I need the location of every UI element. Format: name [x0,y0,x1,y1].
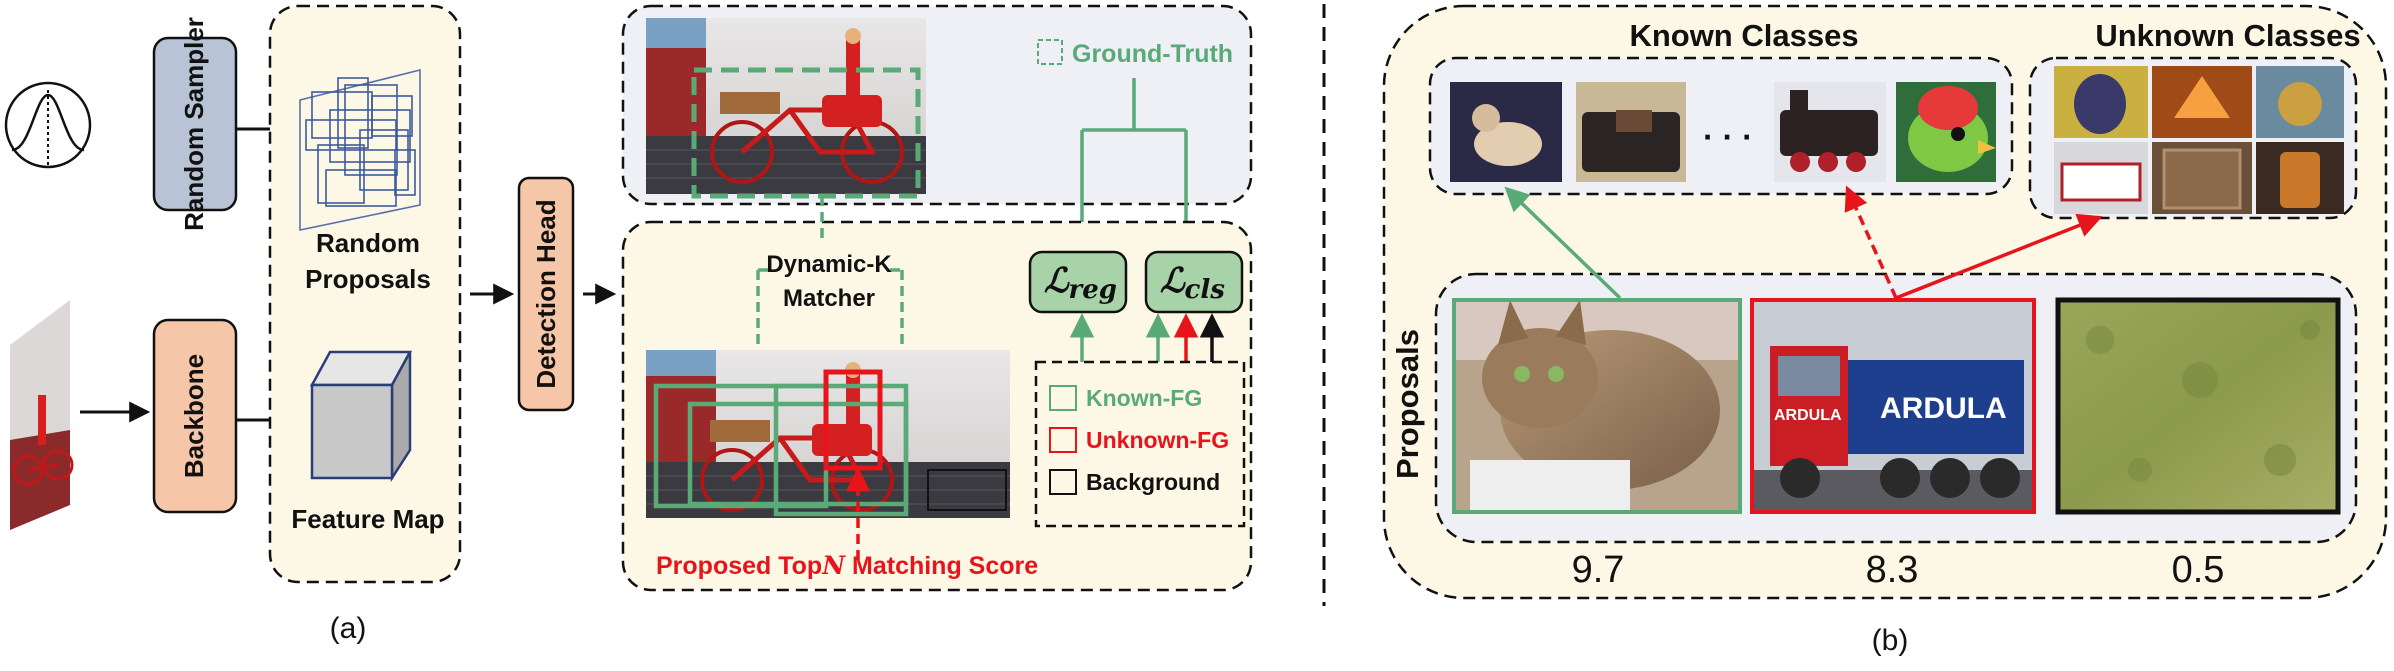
gaussian-icon [4,81,92,169]
legend-unknown-swatch [1049,427,1077,453]
backbone-block: Backbone [152,318,238,514]
caption-b: (b) [1872,624,1909,657]
feature-map-label: Feature Map [291,504,444,534]
proposal-cat-image [1454,300,1740,512]
proposed-topn-label: Proposed TopN Matching Score [656,551,1038,580]
truck-text-1: ARDULA [1774,407,1842,424]
loss-reg-block: ℒreg [1028,250,1128,314]
known-thumb-train [1774,82,1886,182]
input-image [10,300,74,530]
dynamic-k-label-1: Dynamic-K [766,251,892,278]
random-proposals-icon [299,68,421,231]
proposal-truck-box [1750,298,2036,514]
known-thumb-cat [1450,82,1562,182]
legend-known-label: Known-FG [1086,385,1202,411]
ground-truth-image [646,18,926,194]
proposal-truck-image: ARDULA ARDULA [1752,300,2034,512]
loss-cls-block: ℒcls [1144,250,1244,314]
proposal-grass-image [2058,300,2338,512]
svg-text:ℒreg: ℒreg [1044,261,1117,305]
known-thumb-sofa [1576,82,1686,182]
proposal-cat-box [1452,298,1742,514]
truck-text-2: ARDULA [1880,392,2007,425]
random-proposals-label-1: Random [316,228,420,258]
known-thumb-bird [1896,82,1996,182]
random-sampler-label: Random Sampler [179,17,209,231]
detection-head-label: Detection Head [531,199,561,388]
ground-truth-label: Ground-Truth [1072,40,1233,68]
proposal-grass-box [2055,297,2341,515]
proposals-label: Proposals [1390,329,1425,479]
ground-truth-box [691,67,921,199]
legend-unknown-label: Unknown-FG [1086,427,1229,453]
score-cat: 9.7 [1572,549,1625,591]
random-proposals-label-2: Proposals [305,264,431,294]
caption-a: (a) [330,612,367,645]
unknown-classes-title: Unknown Classes [2095,18,2360,53]
ground-truth-legend-swatch [1037,39,1063,65]
legend-background-swatch [1049,469,1077,495]
known-classes-title: Known Classes [1629,18,1858,53]
legend-known-swatch [1049,385,1077,411]
backbone-label: Backbone [179,354,209,478]
dynamic-k-label-2: Matcher [783,285,875,312]
known-ellipsis: · · · [1703,119,1753,155]
legend-background-label: Background [1086,469,1220,495]
score-truck: 8.3 [1866,549,1919,591]
random-sampler-block: Random Sampler [152,17,238,231]
detection-head-block: Detection Head [517,176,575,412]
unknown-thumbnails [2054,66,2344,214]
legend-box [1034,360,1246,528]
svg-text:ℒcls: ℒcls [1160,261,1225,305]
score-grass: 0.5 [2172,549,2225,591]
feature-map-icon [309,350,413,483]
